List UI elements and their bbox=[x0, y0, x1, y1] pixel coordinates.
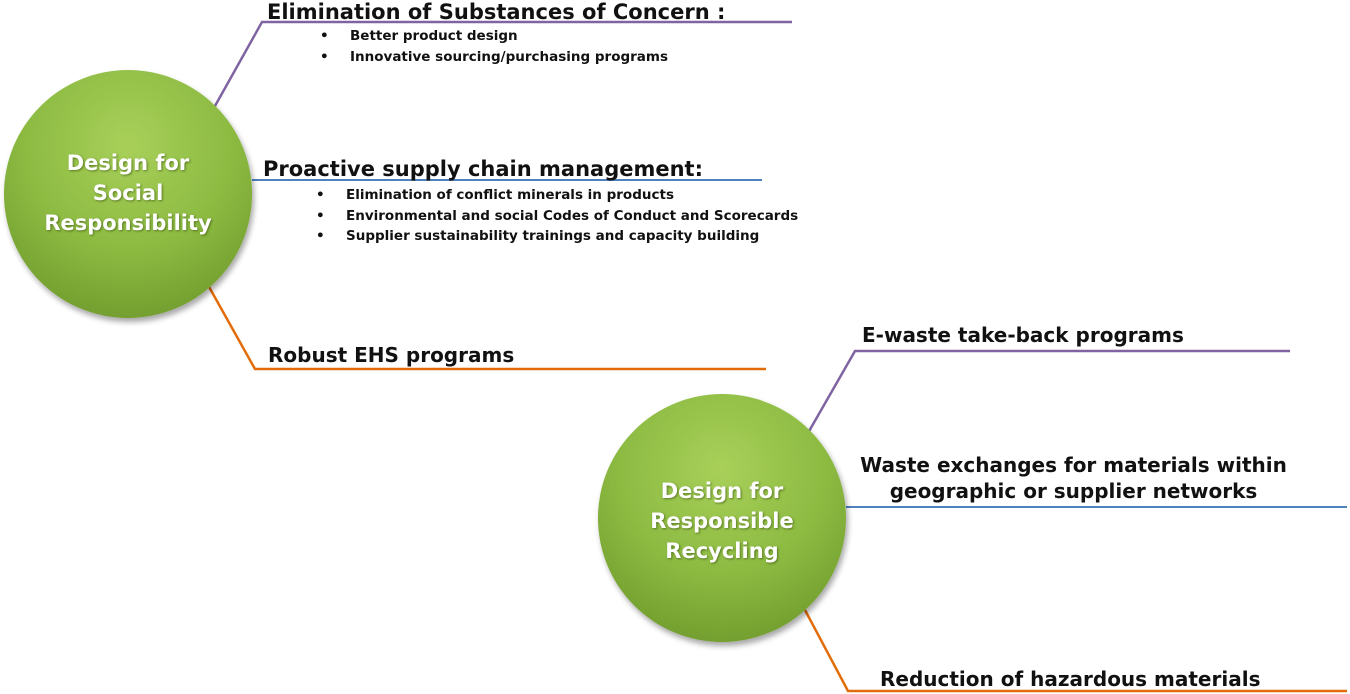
list-item: •Innovative sourcing/purchasing programs bbox=[320, 48, 669, 65]
list-item: •Better product design bbox=[320, 28, 518, 44]
substances-bullet-list: •Better product design •Innovative sourc… bbox=[320, 26, 669, 67]
social-title-line-1: Design for bbox=[66, 151, 190, 175]
waste-exchanges-line-2: geographic or supplier networks bbox=[889, 479, 1258, 503]
connector-substances bbox=[213, 20, 792, 107]
list-item: •Supplier sustainability trainings and c… bbox=[316, 228, 760, 244]
circle-social-responsibility bbox=[4, 70, 252, 318]
heading-ewaste-takeback: E-waste take-back programs bbox=[862, 323, 1184, 347]
recycling-title-line-2: Responsible bbox=[650, 509, 794, 533]
social-responsibility-title: Design for Social Responsibility bbox=[18, 148, 238, 238]
connector-ewaste bbox=[806, 349, 1290, 434]
social-title-line-3: Responsibility bbox=[44, 211, 212, 235]
list-item: •Elimination of conflict minerals in pro… bbox=[316, 187, 674, 203]
heading-substances-of-concern: Elimination of Substances of Concern : bbox=[267, 0, 726, 24]
connector-hazardous bbox=[803, 609, 1347, 693]
supply-chain-bullet-list: •Elimination of conflict minerals in pro… bbox=[316, 185, 799, 247]
list-item: •Environmental and social Codes of Condu… bbox=[316, 207, 799, 224]
heading-waste-exchanges: Waste exchanges for materials within geo… bbox=[846, 452, 1301, 504]
heading-hazardous-materials: Reduction of hazardous materials bbox=[880, 667, 1261, 691]
heading-supply-chain: Proactive supply chain management: bbox=[263, 157, 703, 181]
social-title-line-2: Social bbox=[92, 181, 164, 205]
heading-ehs-programs: Robust EHS programs bbox=[268, 343, 515, 367]
recycling-title-line-3: Recycling bbox=[665, 539, 779, 563]
recycling-title-line-1: Design for bbox=[660, 479, 784, 503]
connector-ehs bbox=[206, 284, 766, 371]
waste-exchanges-line-1: Waste exchanges for materials within bbox=[860, 453, 1287, 477]
circle-responsible-recycling bbox=[598, 394, 846, 642]
responsible-recycling-title: Design for Responsible Recycling bbox=[612, 476, 832, 566]
